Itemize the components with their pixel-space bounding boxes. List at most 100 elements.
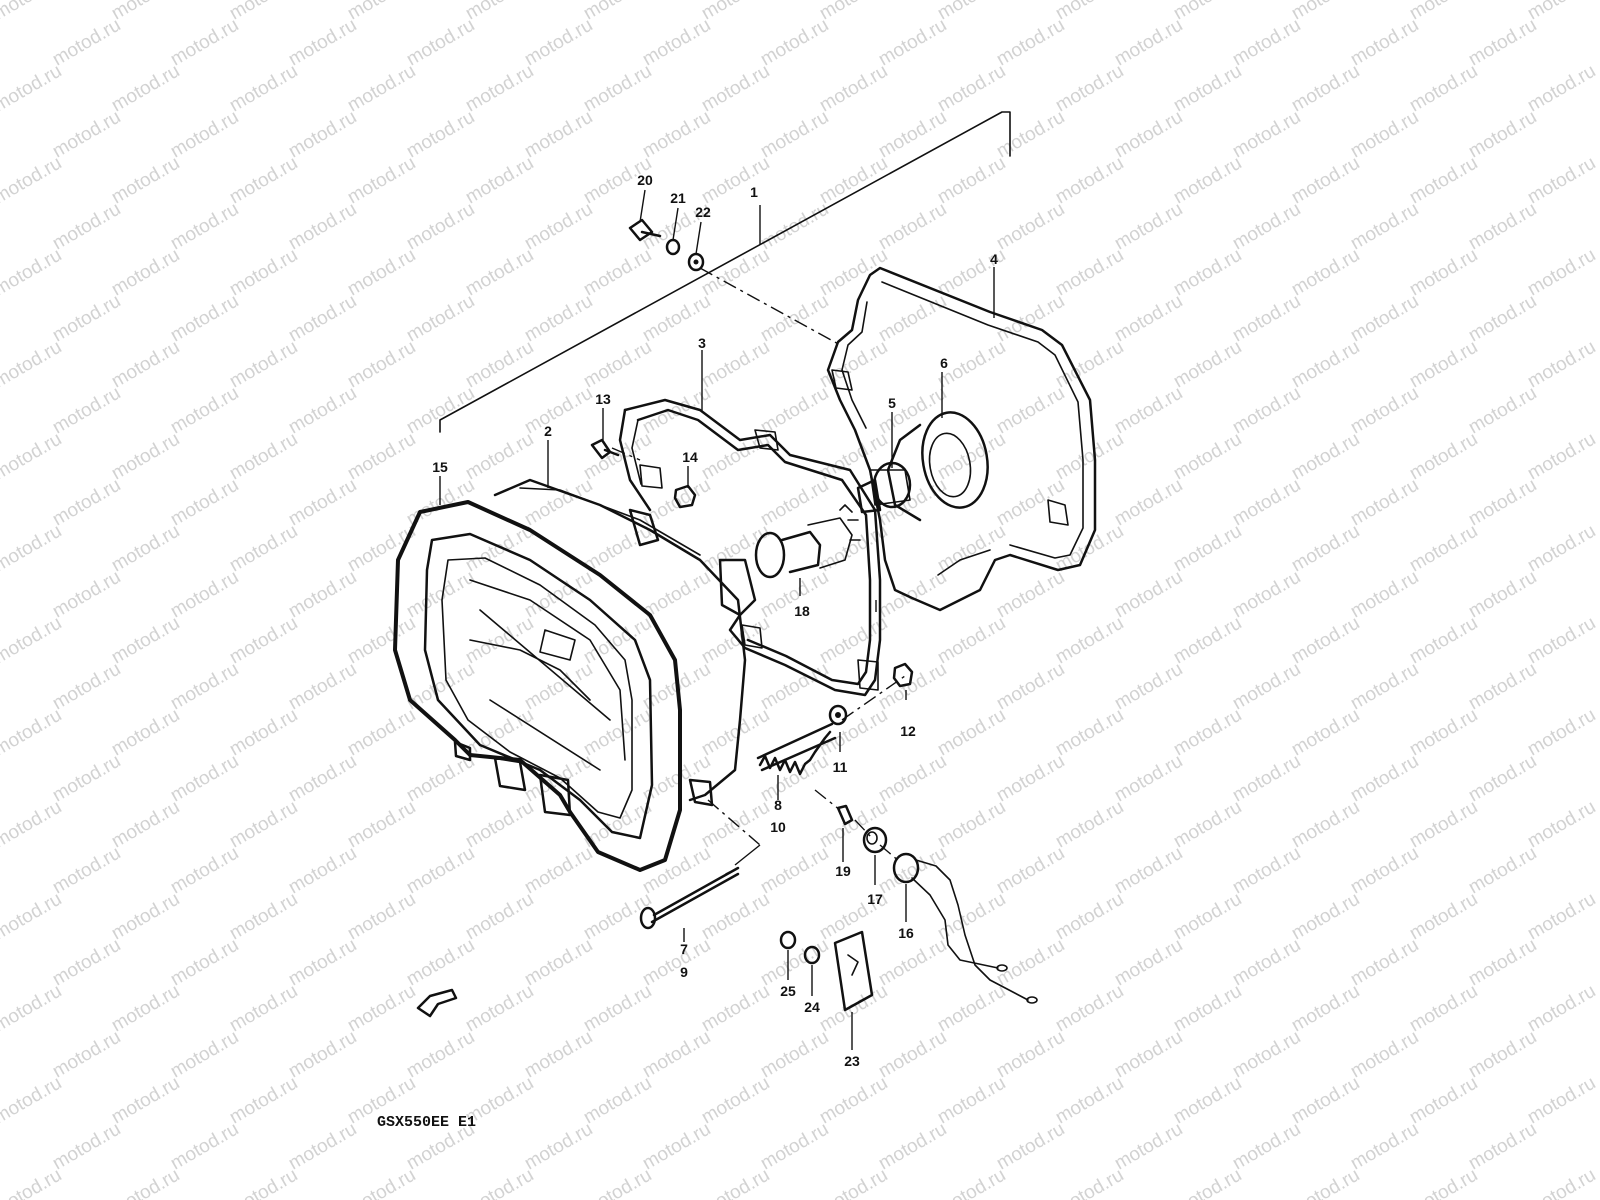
watermark-text: motod.ru (0, 797, 65, 853)
watermark-text: motod.ru (1170, 705, 1245, 761)
watermark-text: motod.ru (521, 1027, 596, 1083)
headlight-housing-frame (618, 398, 882, 697)
watermark-text: motod.ru (344, 153, 419, 209)
watermark-text: motod.ru (1111, 567, 1186, 623)
watermark-text: motod.ru (167, 199, 242, 255)
watermark-text: motod.ru (521, 199, 596, 255)
watermark-text: motod.ru (1170, 245, 1245, 301)
watermark-text: motod.ru (108, 337, 183, 393)
watermark-text: motod.ru (1347, 475, 1422, 531)
watermark-text: motod.ru (1111, 1027, 1186, 1083)
watermark-text: motod.ru (698, 981, 773, 1037)
watermark-text: motod.ru (875, 199, 950, 255)
watermark-text: motod.ru (875, 107, 950, 163)
watermark-text: motod.ru (1524, 613, 1599, 669)
nut-12 (892, 662, 914, 688)
watermark-text: motod.ru (49, 843, 124, 899)
watermark-text: motod.ru (1465, 843, 1540, 899)
watermark-text: motod.ru (1347, 659, 1422, 715)
watermark-text: motod.ru (0, 429, 65, 485)
watermark-text: motod.ru (108, 1165, 183, 1200)
watermark-text: motod.ru (108, 613, 183, 669)
watermark-text: motod.ru (1465, 935, 1540, 991)
watermark-text: motod.ru (1052, 613, 1127, 669)
watermark-text: motod.ru (993, 843, 1068, 899)
label-10: 10 (770, 819, 786, 835)
watermark-text: motod.ru (1052, 1073, 1127, 1129)
watermark-text: motod.ru (1288, 0, 1363, 24)
watermark-text: motod.ru (403, 935, 478, 991)
watermark-text: motod.ru (0, 337, 65, 393)
watermark-text: motod.ru (757, 843, 832, 899)
watermark-text: motod.ru (580, 0, 655, 24)
watermark-text: motod.ru (816, 1073, 891, 1129)
watermark-text: motod.ru (344, 521, 419, 577)
watermark-text: motod.ru (1347, 291, 1422, 347)
watermark-text: motod.ru (462, 1165, 537, 1200)
watermark-text: motod.ru (1288, 613, 1363, 669)
watermark-text: motod.ru (1229, 475, 1304, 531)
watermark-text: motod.ru (1465, 1027, 1540, 1083)
watermark-text: motod.ru (1406, 153, 1481, 209)
watermark-text: motod.ru (1347, 15, 1422, 71)
watermark-text: motod.ru (1229, 1027, 1304, 1083)
watermark-text: motod.ru (1524, 889, 1599, 945)
watermark-text: motod.ru (875, 291, 950, 347)
watermark-text: motod.ru (462, 337, 537, 393)
watermark-text: motod.ru (1111, 843, 1186, 899)
watermark-text: motod.ru (403, 1027, 478, 1083)
watermark-text: motod.ru (1524, 705, 1599, 761)
watermark-text: motod.ru (226, 0, 301, 24)
alignment-lines (611, 267, 906, 866)
watermark-text: motod.ru (344, 1165, 419, 1200)
watermark-text: motod.ru (1406, 429, 1481, 485)
watermark-text: motod.ru (1465, 659, 1540, 715)
watermark-text: motod.ru (757, 1027, 832, 1083)
label-14: 14 (682, 449, 698, 465)
assembly-bracket-line (439, 111, 1011, 433)
watermark-text: motod.ru (1288, 153, 1363, 209)
watermark-text: motod.ru (1406, 521, 1481, 577)
watermark-text: motod.ru (1111, 935, 1186, 991)
watermark-text: motod.ru (1465, 107, 1540, 163)
watermark-text: motod.ru (521, 935, 596, 991)
watermark-text: motod.ru (49, 15, 124, 71)
watermark-text: motod.ru (49, 475, 124, 531)
watermark-text: motod.ru (816, 981, 891, 1037)
watermark-text: motod.ru (934, 797, 1009, 853)
watermark-text: motod.ru (580, 61, 655, 117)
watermark-text: motod.ru (1465, 1119, 1540, 1175)
watermark-text: motod.ru (49, 1119, 124, 1175)
watermark-text: motod.ru (285, 383, 360, 439)
watermark-text: motod.ru (49, 935, 124, 991)
watermark-text: motod.ru (698, 0, 773, 24)
watermark-text: motod.ru (49, 751, 124, 807)
watermark-text: motod.ru (934, 153, 1009, 209)
front-direction-arrow-icon (416, 988, 458, 1018)
watermark-text: motod.ru (1347, 567, 1422, 623)
label-17: 17 (867, 891, 883, 907)
watermark-text: motod.ru (108, 245, 183, 301)
watermark-text: motod.ru (1406, 613, 1481, 669)
screw-13 (590, 438, 620, 460)
watermark-text: motod.ru (285, 15, 360, 71)
watermark-text: motod.ru (580, 337, 655, 393)
watermark-text: motod.ru (285, 1027, 360, 1083)
watermark-text: motod.ru (1052, 61, 1127, 117)
watermark-text: motod.ru (1524, 1165, 1599, 1200)
headlight-unit (469, 478, 757, 807)
watermark-text: motod.ru (226, 429, 301, 485)
watermark-text: motod.ru (0, 61, 65, 117)
watermark-text: motod.ru (1111, 475, 1186, 531)
watermark-text: motod.ru (344, 705, 419, 761)
watermark-text: motod.ru (1347, 107, 1422, 163)
watermark-text: motod.ru (934, 429, 1009, 485)
watermark-text: motod.ru (167, 107, 242, 163)
label-9: 9 (680, 964, 688, 980)
watermark-text: motod.ru (1288, 245, 1363, 301)
watermark-text: motod.ru (521, 291, 596, 347)
watermark-text: motod.ru (1170, 0, 1245, 24)
watermark-text: motod.ru (1288, 1165, 1363, 1200)
watermark-text: motod.ru (1524, 245, 1599, 301)
watermark-text: motod.ru (521, 659, 596, 715)
